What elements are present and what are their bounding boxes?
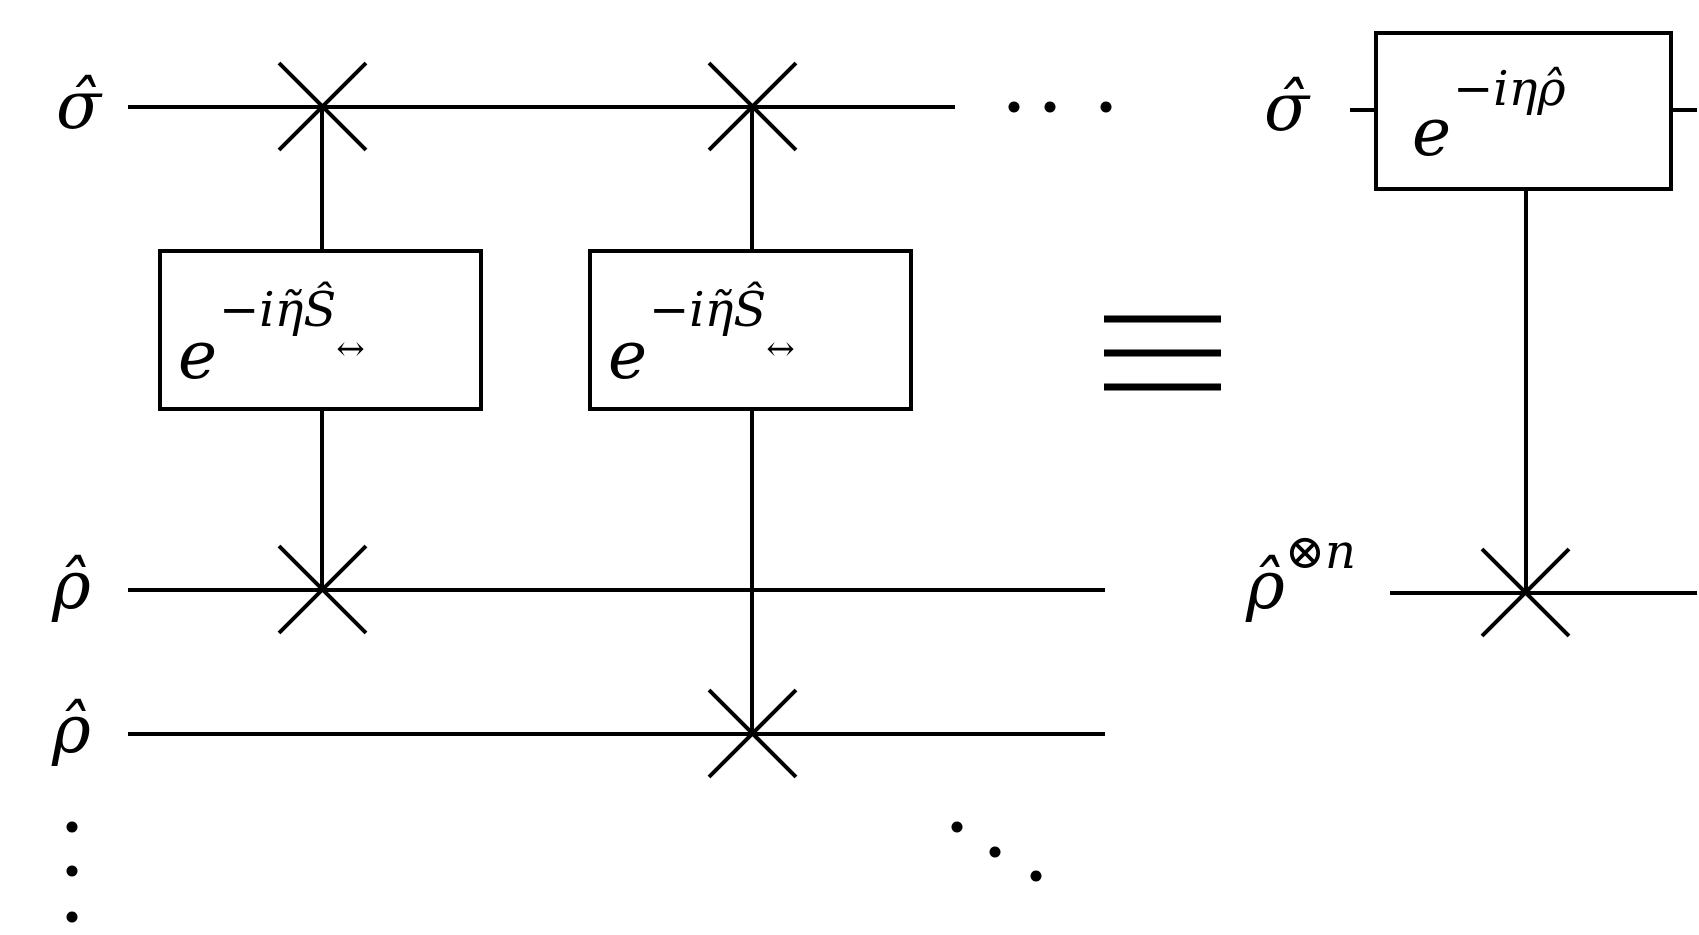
gate-box-right <box>1374 31 1673 191</box>
gate-box-1 <box>158 249 483 411</box>
label-rho-tensor: ρ̂⊗n <box>1245 524 1356 624</box>
equivalence-symbol <box>1104 315 1221 391</box>
swap-cross-sigma-1 <box>277 61 368 152</box>
gate-1-label: e−iη̃Ŝ↔ <box>178 280 365 394</box>
gate-box-2 <box>588 249 913 411</box>
label-rho-1: ρ̂ <box>51 547 91 624</box>
diagonal-ellipsis <box>951 821 1042 882</box>
label-rho-2: ρ̂ <box>51 691 91 768</box>
swap-cross-rho-tensor <box>1480 547 1571 638</box>
swap-cross-rho-2 <box>707 688 798 779</box>
swap-cross-sigma-2 <box>707 61 798 152</box>
label-sigma-left: σ̂ <box>56 67 103 144</box>
label-sigma-right: σ̂ <box>1264 69 1311 146</box>
gate-2-label: e−iη̃Ŝ↔ <box>608 280 795 394</box>
vertical-ellipsis <box>66 821 78 923</box>
horizontal-ellipsis <box>1008 101 1112 113</box>
swap-cross-rho-1 <box>277 544 368 635</box>
gate-right-label: e−iηρ̂ <box>1412 61 1566 171</box>
